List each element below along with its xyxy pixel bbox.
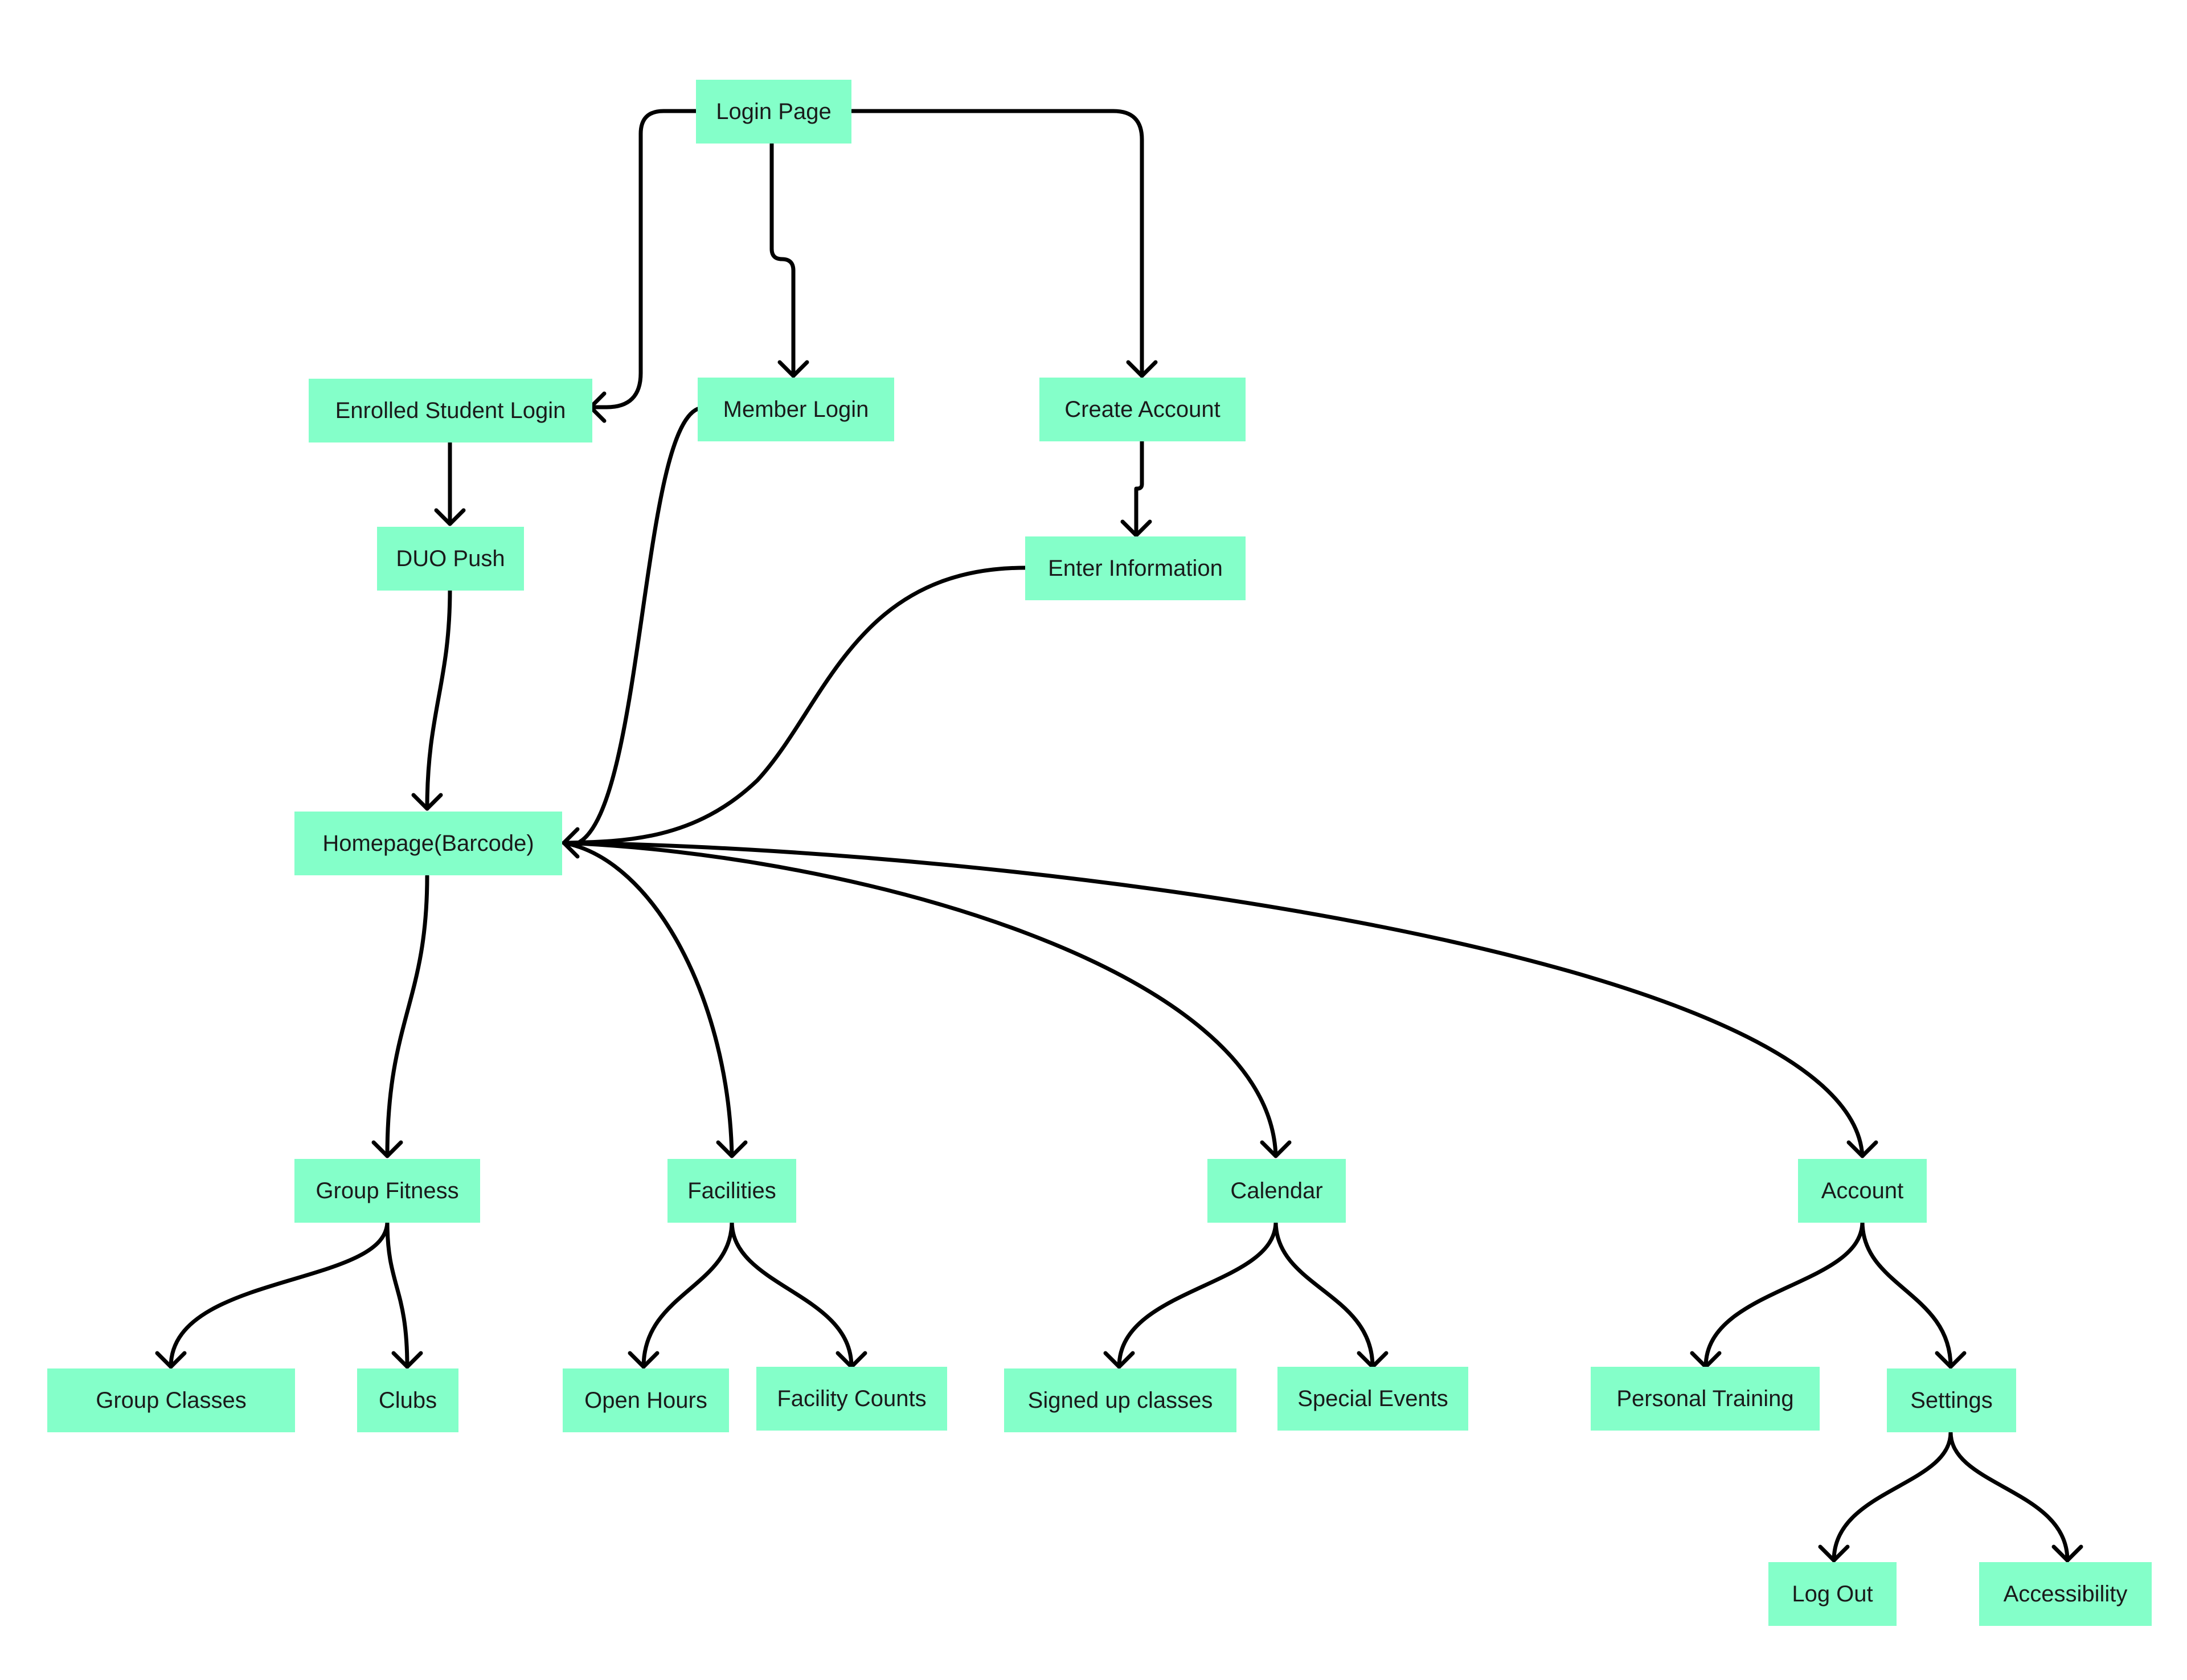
edge-homepage-to-calendar	[562, 841, 1278, 1158]
node-duo-push: DUO Push	[377, 527, 524, 591]
node-label: Login Page	[716, 99, 832, 124]
arrowhead-accessibility	[2051, 1544, 2083, 1563]
edge-account-to-personal-training	[1703, 1219, 1865, 1369]
node-homepage-barcode: Homepage(Barcode)	[294, 812, 562, 875]
node-label: Open Hours	[584, 1387, 707, 1413]
node-special-events: Special Events	[1277, 1367, 1468, 1431]
node-signed-up-classes: Signed up classes	[1004, 1368, 1236, 1432]
edge-settings-to-accessibility	[1948, 1430, 2070, 1563]
node-label: Personal Training	[1616, 1386, 1794, 1411]
node-label: Settings	[1910, 1387, 1993, 1413]
arrowhead-open-hours	[628, 1351, 660, 1369]
node-label: Signed up classes	[1027, 1387, 1213, 1413]
node-login-page: Login Page	[696, 80, 851, 144]
node-label: Calendar	[1230, 1178, 1323, 1203]
node-label: Enrolled Student Login	[335, 398, 566, 423]
arrowhead-calendar	[1260, 1140, 1292, 1158]
edge-facilities-to-facility-counts	[730, 1219, 854, 1369]
node-label: Create Account	[1064, 396, 1221, 422]
edge-facilities-to-open-hours	[641, 1219, 734, 1369]
edge-duo-push-to-homepage	[425, 587, 452, 811]
node-clubs: Clubs	[357, 1368, 458, 1432]
arrowhead-member-login	[777, 360, 809, 378]
node-open-hours: Open Hours	[563, 1368, 729, 1432]
node-facility-counts: Facility Counts	[756, 1367, 947, 1431]
node-label: Account	[1821, 1178, 1904, 1203]
arrowhead-clubs	[391, 1351, 423, 1369]
node-label: Log Out	[1792, 1581, 1873, 1607]
edge-calendar-to-special-events	[1273, 1219, 1375, 1369]
arrowhead-log-out	[1818, 1544, 1850, 1563]
edge-calendar-to-signed-up-classes	[1117, 1219, 1278, 1369]
node-calendar: Calendar	[1207, 1159, 1346, 1223]
edge-group-fitness-to-group-classes	[169, 1219, 390, 1369]
node-personal-training: Personal Training	[1591, 1367, 1820, 1431]
node-label: Homepage(Barcode)	[322, 830, 534, 856]
arrowhead-enter-information	[1120, 519, 1152, 538]
edge-create-account-to-enter-information	[1134, 439, 1144, 538]
edge-member-login-to-homepage	[576, 407, 700, 845]
node-label: Enter Information	[1048, 555, 1223, 581]
node-label: Facilities	[687, 1178, 776, 1203]
node-label: Special Events	[1297, 1386, 1448, 1411]
arrowhead-settings	[1935, 1351, 1967, 1369]
arrowhead-create-account	[1126, 360, 1158, 378]
node-enrolled-student-login: Enrolled Student Login	[309, 379, 592, 442]
node-label: Accessibility	[2003, 1581, 2128, 1607]
edge-login-to-create-account	[846, 109, 1144, 378]
node-member-login: Member Login	[698, 378, 894, 441]
edge-homepage-to-facilities	[562, 841, 734, 1158]
node-account: Account	[1798, 1159, 1927, 1223]
node-label: Facility Counts	[777, 1386, 927, 1411]
node-facilities: Facilities	[667, 1159, 796, 1223]
arrowhead-duo-push	[434, 508, 466, 526]
node-label: Group Classes	[96, 1387, 247, 1413]
edge-settings-to-log-out	[1832, 1430, 1953, 1563]
node-label: Group Fitness	[316, 1178, 459, 1203]
edge-enter-information-to-homepage	[562, 566, 1027, 845]
arrowhead-account	[1846, 1140, 1878, 1158]
edge-group-fitness-to-clubs	[385, 1219, 409, 1369]
node-enter-information: Enter Information	[1025, 536, 1246, 600]
node-create-account: Create Account	[1039, 378, 1246, 441]
edge-login-to-enrolled-student-login	[588, 109, 698, 409]
arrowhead-group-classes	[155, 1351, 187, 1369]
arrowhead-group-fitness	[371, 1140, 403, 1158]
arrowhead-facilities	[716, 1140, 748, 1158]
node-label: DUO Push	[396, 546, 505, 571]
arrowhead-signed-up-classes	[1103, 1351, 1135, 1369]
edge-login-to-member-login	[769, 140, 796, 378]
node-group-fitness: Group Fitness	[294, 1159, 480, 1223]
edge-homepage-to-account	[562, 841, 1865, 1158]
edge-homepage-to-group-fitness	[385, 874, 429, 1158]
edge-account-to-settings	[1860, 1219, 1953, 1369]
node-accessibility: Accessibility	[1979, 1562, 2152, 1626]
node-label: Clubs	[378, 1387, 437, 1413]
node-label: Member Login	[723, 396, 869, 422]
node-settings: Settings	[1887, 1368, 2016, 1432]
node-group-classes: Group Classes	[47, 1368, 295, 1432]
arrowhead-homepage-from-duo	[411, 793, 443, 811]
node-log-out: Log Out	[1768, 1562, 1897, 1626]
